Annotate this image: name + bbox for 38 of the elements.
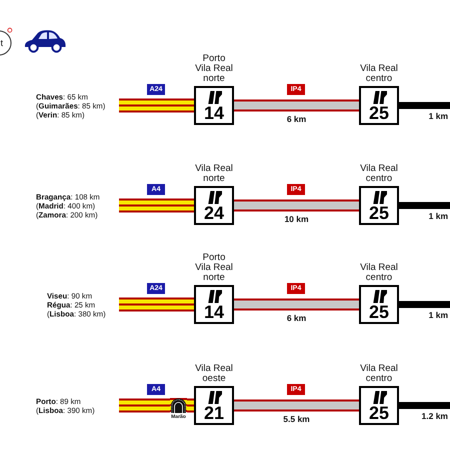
exit-number: 25 — [368, 104, 390, 122]
distance-label: 1 km — [428, 210, 448, 220]
junction-name: Vila Real centro — [359, 64, 399, 84]
distance-label: 6 km — [286, 313, 306, 323]
road — [119, 198, 194, 212]
distance-label: 6 km — [286, 114, 306, 124]
road — [399, 202, 450, 209]
distance-label: 1 km — [428, 110, 448, 120]
junction-name: Vila Real centro — [359, 164, 399, 184]
distance-label: 10 km — [284, 214, 309, 224]
exit-number: 14 — [202, 104, 226, 122]
distance-label: 1.2 km — [422, 410, 448, 420]
exit-number: 24 — [202, 204, 226, 222]
exit-number: 21 — [202, 404, 226, 422]
road — [119, 398, 170, 412]
distance-label: 1 km — [428, 310, 448, 320]
exit-number: 25 — [368, 303, 390, 321]
road — [399, 301, 450, 308]
road — [399, 402, 450, 409]
junction-name: Porto Vila Real norte — [194, 253, 234, 283]
exit-number: 25 — [368, 404, 390, 422]
road — [234, 400, 359, 412]
road — [119, 298, 194, 312]
road — [119, 98, 194, 112]
exit-number: 25 — [368, 204, 390, 222]
junction-name: Vila Real centro — [359, 364, 399, 384]
junction-name: Vila Real oeste — [194, 364, 234, 384]
exit-number: 14 — [202, 303, 226, 321]
junction-name: Porto Vila Real norte — [194, 54, 234, 84]
junction-name: Vila Real norte — [194, 164, 234, 184]
road — [234, 100, 359, 112]
road — [187, 398, 194, 412]
distance-label: 5.5 km — [283, 414, 310, 424]
road — [399, 102, 450, 109]
letter-text: t — [0, 38, 4, 48]
road — [234, 200, 359, 212]
junction-name: Vila Real centro — [359, 263, 399, 283]
road — [234, 298, 359, 310]
